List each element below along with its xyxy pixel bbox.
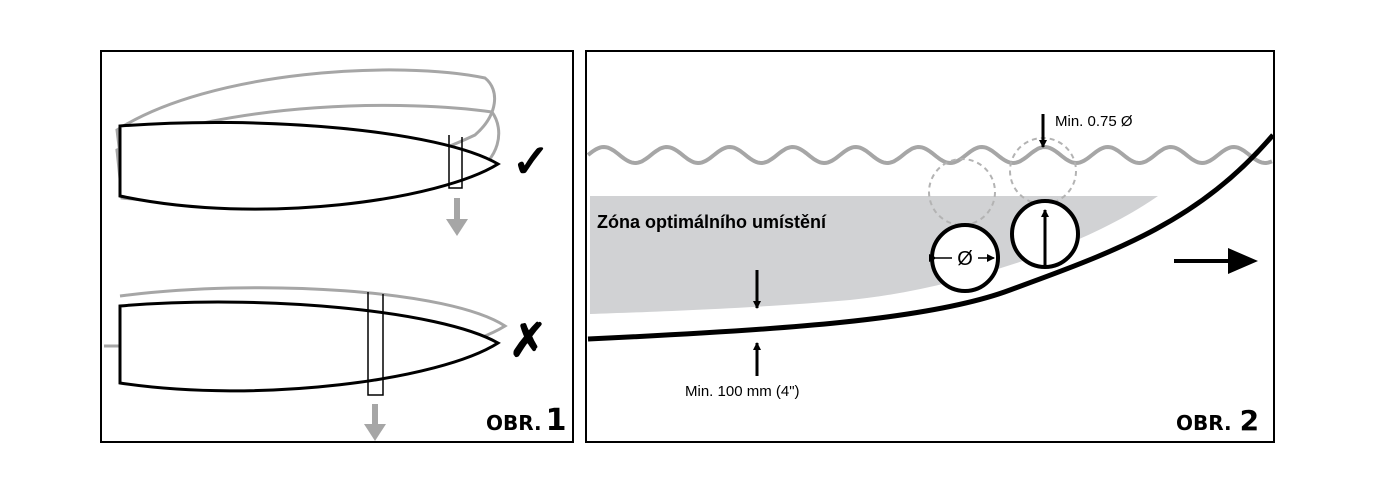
hull-bottom-line <box>587 133 1275 342</box>
check-mark-icon: ✓ <box>512 135 551 187</box>
down-arrow-icon <box>446 219 468 236</box>
direction-arrow-icon <box>1228 248 1258 274</box>
min-submersion-label: Min. 0.75 Ø <box>1055 113 1133 130</box>
down-arrow-icon <box>364 424 386 441</box>
min-depth-label: Min. 100 mm (4") <box>685 383 800 400</box>
cross-mark-icon: ✗ <box>509 314 548 366</box>
zone-label: Zóna optimálního umístění <box>597 212 827 232</box>
figure-2-panel: Ø Min. 0.75 Ø Zóna optimálního umístění … <box>585 50 1275 443</box>
hull-correct <box>118 120 501 211</box>
figure-2-label: OBR.2 <box>1176 404 1259 437</box>
dashed-position-circle <box>928 158 996 226</box>
figure-1-label: OBR.1 <box>486 403 567 438</box>
water-surface <box>586 144 1273 166</box>
diameter-symbol: Ø <box>957 248 973 270</box>
figure-1-panel: ✓ ✗ OBR.1 <box>100 50 574 443</box>
hull-incorrect <box>118 292 501 396</box>
